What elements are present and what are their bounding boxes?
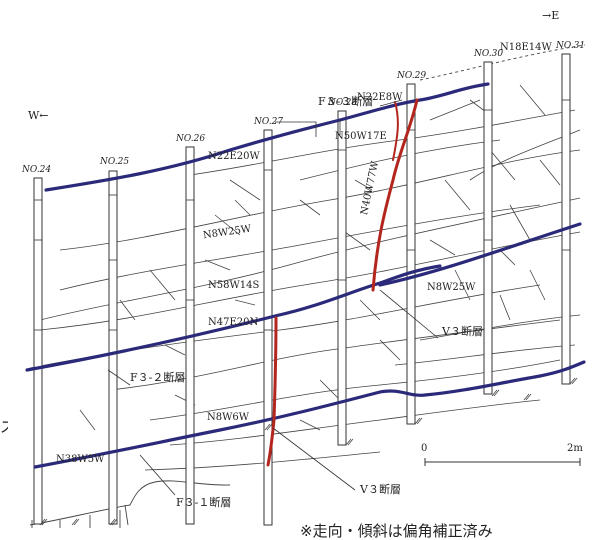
v3-faults <box>266 98 419 467</box>
borehole-column-no29 <box>406 83 416 425</box>
v3-fault-upper <box>371 98 419 292</box>
attitude-label-n8w6w: N8W6W <box>207 412 250 423</box>
declination-note: ※走向・傾斜は偏角補正済み <box>300 522 493 540</box>
east-direction-label: →E <box>542 9 560 22</box>
attitude-label-n8w25w-right: N8W25W <box>427 282 476 293</box>
column-base-hatches <box>39 377 578 526</box>
borehole-column-no30 <box>483 61 493 395</box>
scale-label-start: 0 <box>421 443 428 454</box>
borehole-column-no27 <box>263 129 273 526</box>
borehole-label-no26: NO.26 <box>176 134 206 144</box>
borehole-label-no24: NO.24 <box>22 165 52 175</box>
borehole-label-no29: NO.29 <box>397 71 427 81</box>
borehole-label-no28: NO.28 <box>328 98 358 108</box>
attitude-label-n18e14w: N18E14W <box>500 42 552 53</box>
f3-2-fault-line <box>25 264 442 372</box>
fault-label-f3-3: F３-３断層 <box>318 95 374 108</box>
borehole-column-no24 <box>33 177 43 525</box>
fault-label-v3-upper: V３断層 <box>442 325 483 338</box>
attitude-label-n22e20w: N22E20W <box>208 151 260 162</box>
v3-fault-lower <box>266 316 278 467</box>
attitude-label-n47e20n: N47E20N <box>208 317 259 328</box>
attitude-label-n38w5w: N38W5W <box>56 454 105 465</box>
borehole-column-no31 <box>561 53 571 385</box>
f3-1-fault-line <box>33 360 586 469</box>
borehole-column-no28 <box>337 110 347 446</box>
bedding-faults <box>25 82 586 469</box>
left-edge-text-fragment: ス <box>0 420 8 435</box>
scale-bar <box>424 458 581 466</box>
v3-fault-upper-branch <box>392 101 399 161</box>
leader-lines <box>107 99 439 496</box>
f3-2-fault-line-east <box>378 222 582 287</box>
fault-label-v3-lower: V３断層 <box>360 483 401 496</box>
attitude-label-n58w14s: N58W14S <box>208 280 260 291</box>
dashed-topography-line <box>419 44 586 81</box>
attitude-label-n22e8w: N22E8W <box>357 92 403 103</box>
borehole-label-no31: NO.31 <box>556 41 586 51</box>
fault-label-f3-1: F３-１断層 <box>176 496 232 509</box>
fault-label-f3-2: F３-２断層 <box>130 371 186 384</box>
f3-3-fault-line <box>44 82 490 192</box>
borehole-label-no30: NO.30 <box>474 49 504 59</box>
scale-label-end: 2m <box>567 443 583 454</box>
borehole-label-no27: NO.27 <box>254 117 284 127</box>
attitude-label-n50w17e: N50W17E <box>335 131 387 142</box>
borehole-column-no25 <box>108 170 118 525</box>
borehole-tick-marks <box>34 99 570 331</box>
borehole-label-no25: NO.25 <box>100 157 130 167</box>
borehole-columns <box>33 53 571 526</box>
west-direction-label: W← <box>28 109 49 122</box>
